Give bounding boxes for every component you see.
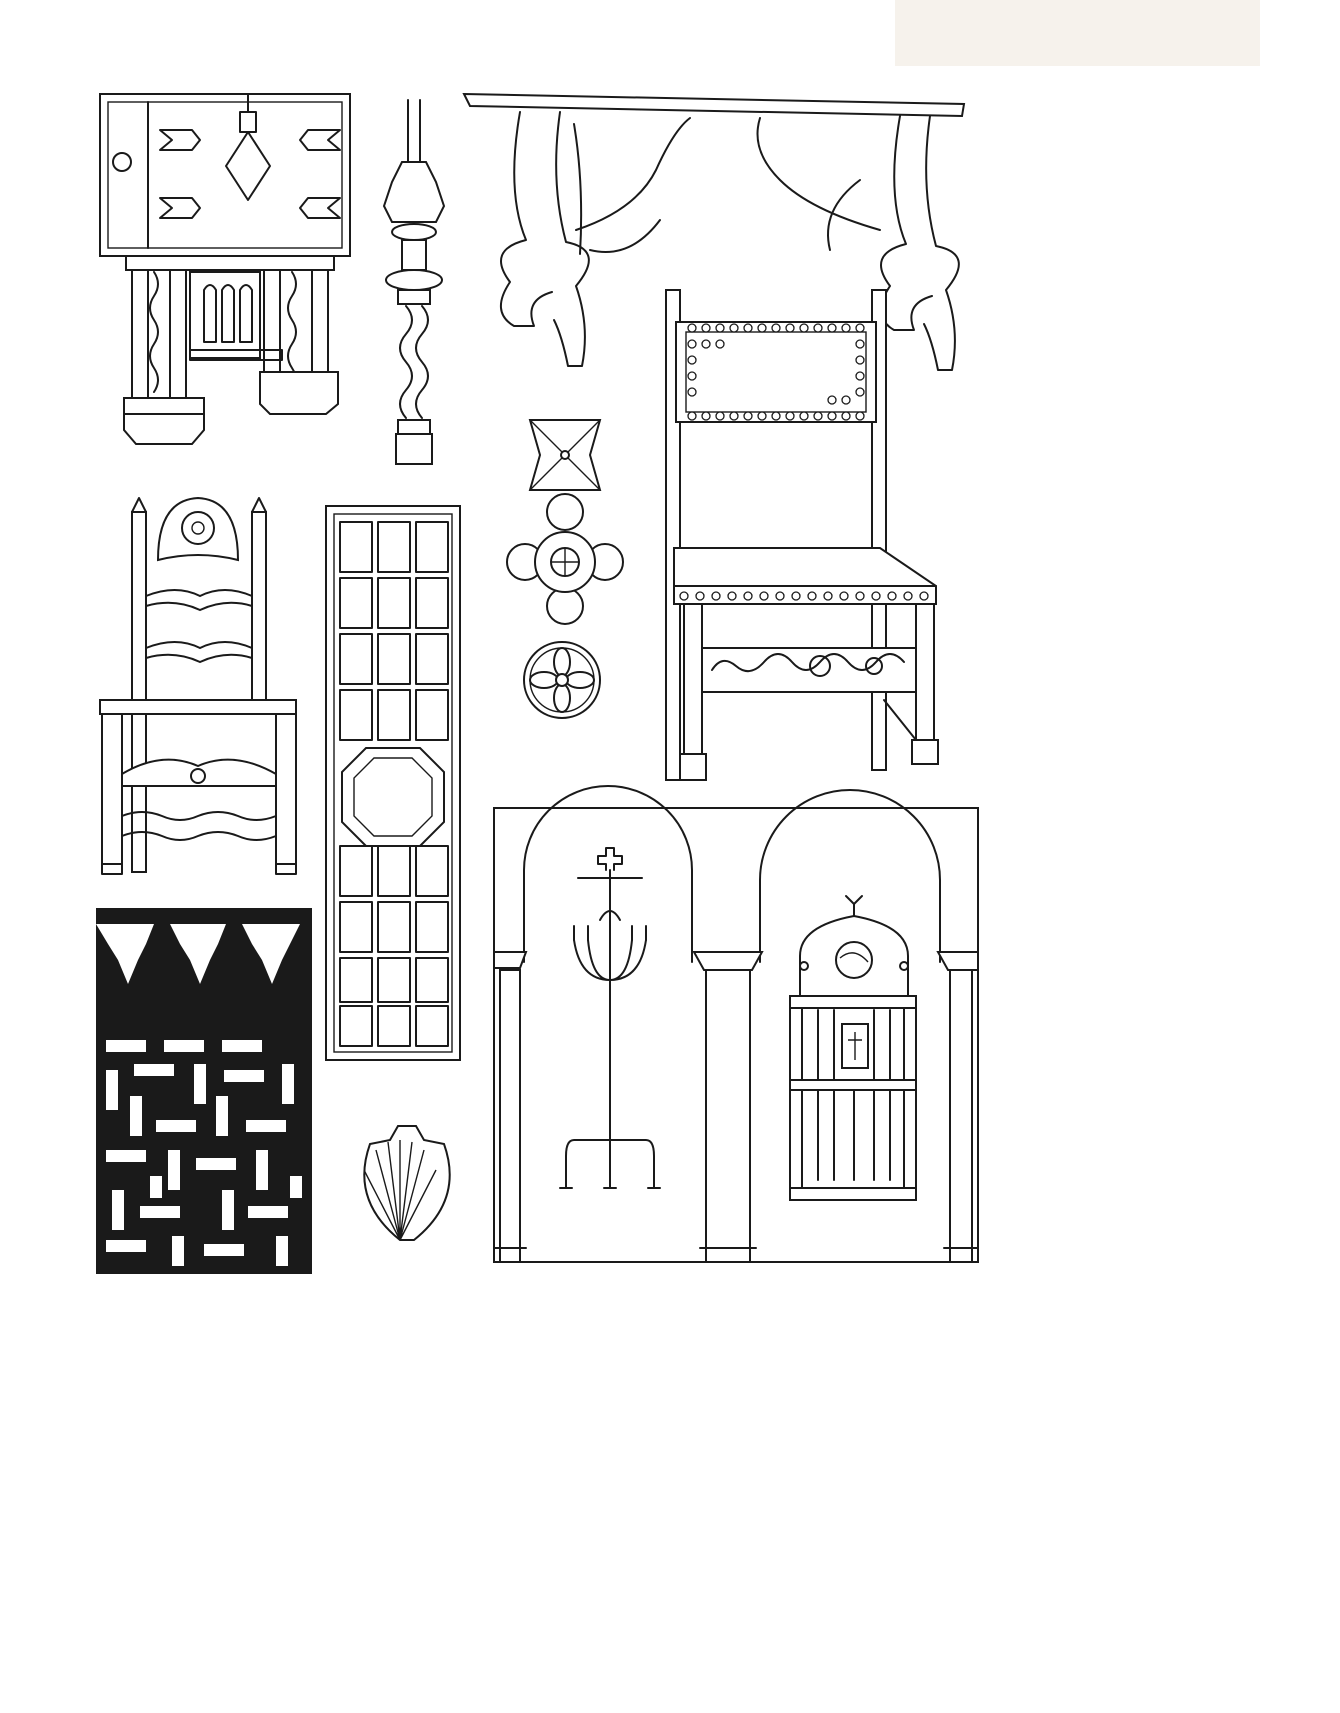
scallop-shell-icon (363, 1125, 451, 1241)
ladder-back-chair-icon (99, 496, 297, 875)
nailhead-side-chair-icon (665, 289, 939, 781)
quatrefoil-ornament-icon (506, 419, 624, 625)
wrought-iron-candelabra-icon (559, 847, 661, 1189)
trestle-table-icon (462, 92, 966, 371)
corner-tab (895, 0, 1260, 66)
turned-spindle-icon (382, 99, 446, 465)
rosette-ornament-icon (523, 641, 601, 719)
moorish-tile-pattern-icon (96, 908, 312, 1274)
vargueno-cabinet-icon (99, 93, 351, 445)
spindle-grille-window-icon (789, 895, 917, 1201)
arcade-with-candelabra-icon (493, 785, 979, 1263)
coffered-door-panel-icon (325, 505, 461, 1061)
